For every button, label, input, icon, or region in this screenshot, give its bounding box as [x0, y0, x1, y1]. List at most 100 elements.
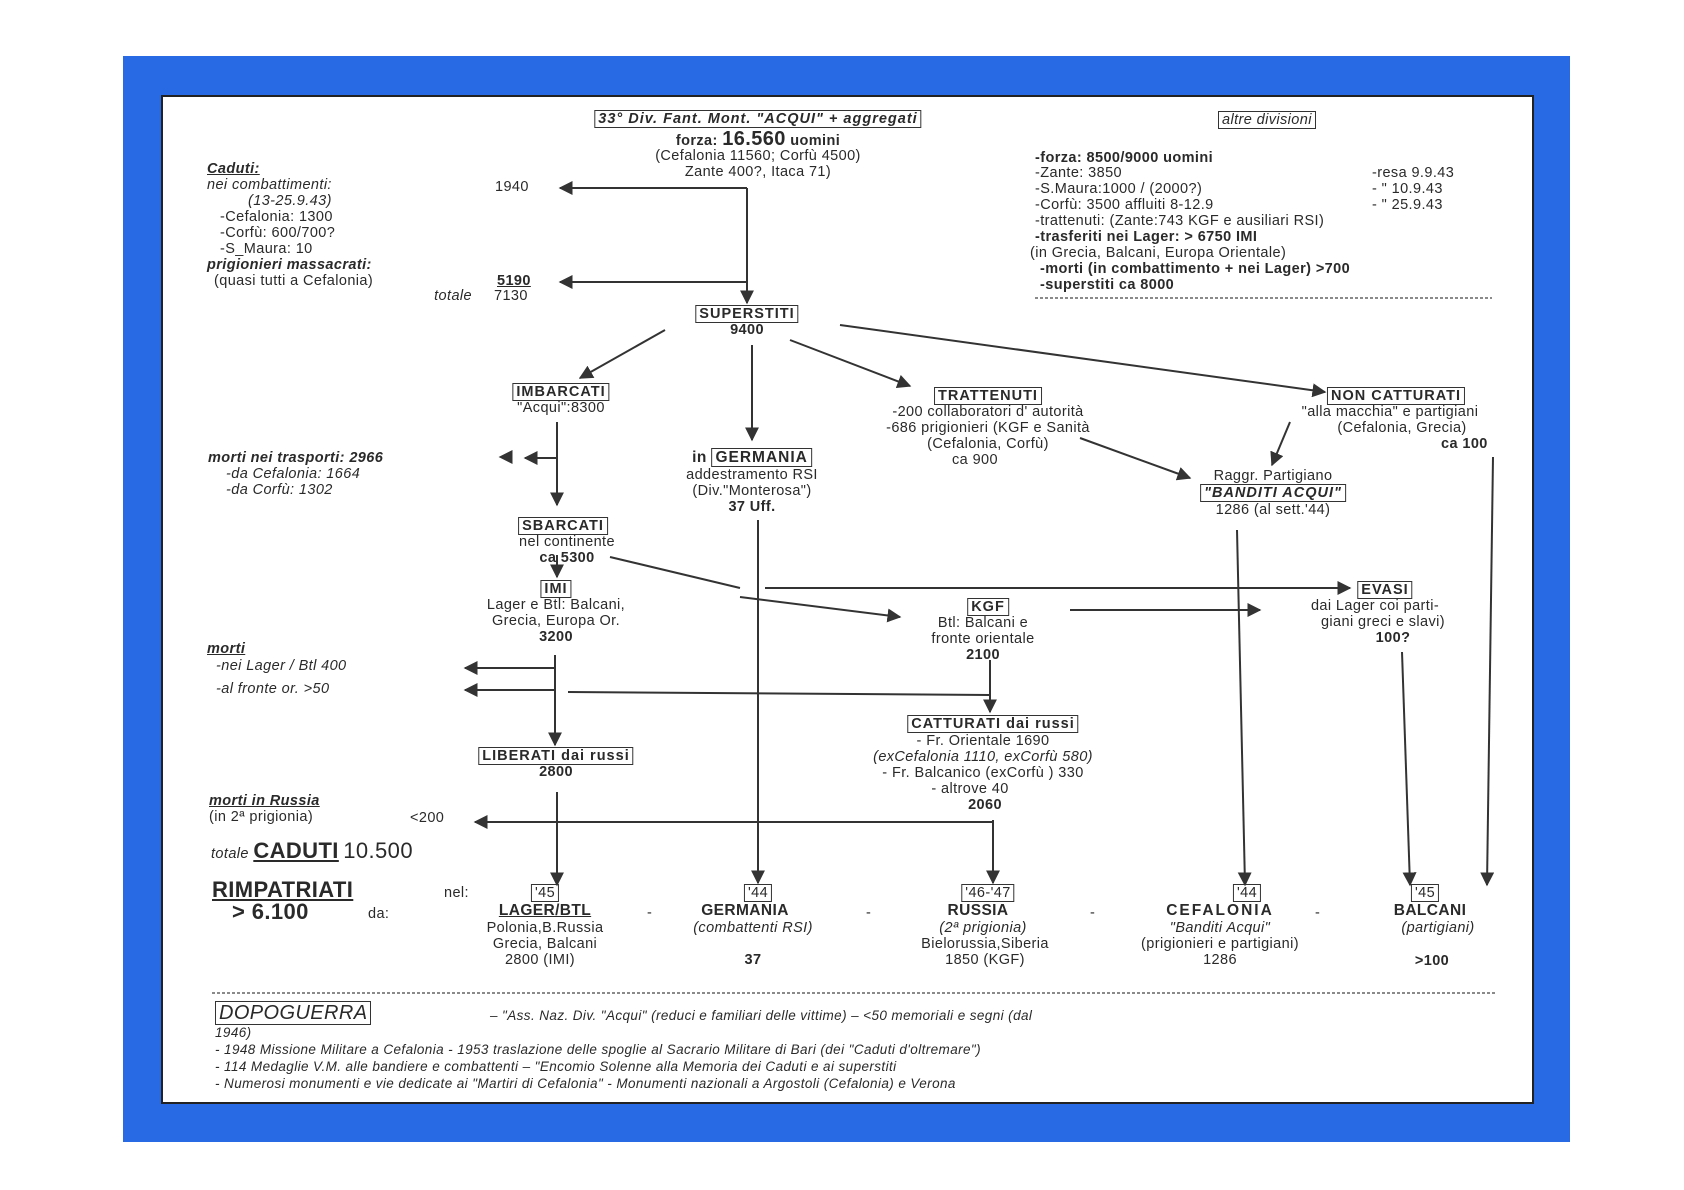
- separator-dash: -: [1315, 905, 1321, 921]
- column-year: '46-'47: [961, 884, 1015, 902]
- column-year: '45: [1410, 884, 1440, 902]
- caduti-combat-total: 1940: [495, 179, 529, 195]
- morti-heading: morti: [207, 641, 246, 657]
- dopoguerra-l2: - 1948 Missione Militare a Cefalonia - 1…: [215, 1042, 981, 1057]
- russia-morti-note: (in 2ª prigionia): [209, 809, 314, 825]
- imi-l2: Grecia, Europa Or.: [491, 613, 621, 629]
- totale-caduti-label: totale: [211, 846, 249, 862]
- altre-zante-resa: -resa 9.9.43: [1372, 165, 1455, 181]
- catturati-l4: - altrove 40: [931, 781, 1009, 797]
- germania-box: GERMANIA: [711, 448, 812, 467]
- column-name: RUSSIA: [947, 902, 1009, 919]
- totale-caduti-line: totale CADUTI 10.500: [211, 839, 413, 863]
- column-l1: (partigiani): [1401, 920, 1475, 936]
- altre-smaura-date: - " 10.9.43: [1372, 181, 1443, 197]
- sbarcati-box: SBARCATI: [518, 517, 608, 535]
- imi-l3: 3200: [539, 629, 573, 645]
- raggr-l2: 1286 (al sett.'44): [1215, 502, 1331, 518]
- caduti-combat: nei combattimenti:: [207, 177, 332, 193]
- morti-lager: -nei Lager / Btl 400: [216, 658, 347, 674]
- forza-breakdown-2: Zante 400?, Itaca 71): [684, 164, 832, 180]
- dopoguerra-l1: – "Ass. Naz. Div. "Acqui" (reduci e fami…: [490, 1008, 1033, 1023]
- trattenuti-box: TRATTENUTI: [934, 387, 1042, 405]
- catturati-l3: - Fr. Balcanico (exCorfù ) 330: [882, 765, 1084, 781]
- altre-trattenuti: -trattenuti: (Zante:743 KGF e ausiliari …: [1035, 213, 1325, 229]
- russia-morti-value: <200: [410, 810, 445, 826]
- column-name: BALCANI: [1393, 902, 1467, 919]
- column-l1: (combattenti RSI): [693, 920, 813, 936]
- column-l3: 1286: [1203, 952, 1237, 968]
- altre-zante: -Zante: 3850: [1035, 165, 1123, 181]
- catturati-l5: 2060: [968, 797, 1002, 813]
- non-catturati-l2: (Cefalonia, Grecia): [1337, 420, 1467, 436]
- trattenuti-l1: -200 collaboratori d' autorità: [892, 404, 1084, 420]
- totale-value: 7130: [494, 288, 528, 304]
- forza-value: 16.560: [722, 128, 786, 150]
- rimpatriati-nel: nel:: [444, 885, 469, 901]
- altre-smaura: -S.Maura:1000 / (2000?): [1035, 181, 1203, 197]
- imbarcati-sub: "Acqui":8300: [517, 400, 605, 416]
- morti-fronte: -al fronte or. >50: [216, 681, 330, 697]
- dopoguerra-l4: - Numerosi monumenti e vie dedicate ai "…: [215, 1076, 956, 1091]
- column-l3: 2800 (IMI): [504, 952, 576, 968]
- altre-trasferiti: -trasferiti nei Lager: > 6750 IMI: [1035, 229, 1258, 245]
- column-l2: Bielorussia,Siberia: [921, 936, 1049, 952]
- column-name: CEFALONIA: [1166, 902, 1274, 919]
- sbarcati-l1: nel continente: [519, 534, 615, 550]
- caduti-cefalonia: -Cefalonia: 1300: [220, 209, 333, 225]
- prigionieri-heading: prigionieri massacrati:: [207, 257, 372, 273]
- forza-unit: uomini: [790, 133, 841, 149]
- separator-dash: -: [866, 905, 872, 921]
- caduti-smaura: -S_Maura: 10: [220, 241, 313, 257]
- kgf-l3: 2100: [966, 647, 1000, 663]
- germania-pre: in: [692, 449, 707, 466]
- trattenuti-l4: ca 900: [952, 452, 998, 468]
- column-l3: >100: [1414, 953, 1450, 969]
- separator-dash: -: [1090, 905, 1096, 921]
- division-title: 33° Div. Fant. Mont. "ACQUI" + aggregati: [594, 110, 922, 128]
- totale-caduti-value: 10.500: [343, 838, 413, 863]
- non-catturati-l3: ca 100: [1441, 436, 1488, 452]
- forza-breakdown-1: (Cefalonia 11560; Corfù 4500): [655, 148, 861, 164]
- superstiti-box: SUPERSTITI: [695, 305, 799, 323]
- caduti-corfu: -Corfù: 600/700?: [220, 225, 336, 241]
- trasporti-heading: morti nei trasporti: 2966: [208, 450, 384, 466]
- column-l2: Grecia, Balcani: [492, 936, 598, 952]
- rimpatriati-value: > 6.100: [232, 899, 309, 924]
- column-l2: (prigionieri e partigiani): [1141, 936, 1299, 952]
- prigionieri-note: (quasi tutti a Cefalonia): [214, 273, 374, 289]
- column-l1: Polonia,B.Russia: [486, 920, 604, 936]
- imi-box: IMI: [540, 580, 572, 598]
- raggr-l1: Raggr. Partigiano: [1213, 468, 1333, 484]
- altre-superstiti: -superstiti ca 8000: [1040, 277, 1175, 293]
- liberati-box: LIBERATI dai russi: [478, 747, 634, 765]
- altre-corfu-date: - " 25.9.43: [1372, 197, 1443, 213]
- germania-l2: (Div."Monterosa"): [692, 483, 812, 499]
- forza-line: forza: 16.560 uomini: [676, 128, 840, 150]
- russia-morti-heading: morti in Russia: [209, 793, 320, 809]
- evasi-l2: giani greci e slavi): [1320, 614, 1446, 630]
- dopoguerra-l1b: 1946): [215, 1025, 252, 1040]
- totale-caduti-word: CADUTI: [253, 838, 339, 863]
- forza-label: forza:: [675, 133, 718, 149]
- altre-morti: -morti (in combattimento + nei Lager) >7…: [1040, 261, 1351, 277]
- germania-l3: 37 Uff.: [728, 499, 776, 515]
- caduti-dates: (13-25.9.43): [248, 193, 332, 209]
- imi-l1: Lager e Btl: Balcani,: [486, 597, 626, 613]
- non-catturati-box: NON CATTURATI: [1326, 387, 1466, 405]
- evasi-l3: 100?: [1375, 630, 1411, 646]
- column-name: LAGER/BTL: [498, 902, 592, 919]
- evasi-l1: dai Lager coi parti-: [1310, 598, 1440, 614]
- rimpatriati-label: RIMPATRIATI: [212, 877, 354, 902]
- altre-forza: -forza: 8500/9000 uomini: [1035, 150, 1214, 166]
- dopoguerra-box: DOPOGUERRA: [215, 1001, 372, 1025]
- column-name: GERMANIA: [701, 902, 789, 919]
- prigionieri-value: 5190: [497, 273, 531, 289]
- kgf-l1: Btl: Balcani e: [937, 615, 1029, 631]
- kgf-box: KGF: [967, 598, 1009, 616]
- column-year: '44: [743, 884, 773, 902]
- catturati-box: CATTURATI dai russi: [907, 715, 1079, 733]
- trasporti-l1: -da Cefalonia: 1664: [226, 466, 361, 482]
- germania-l1: addestramento RSI: [686, 467, 818, 483]
